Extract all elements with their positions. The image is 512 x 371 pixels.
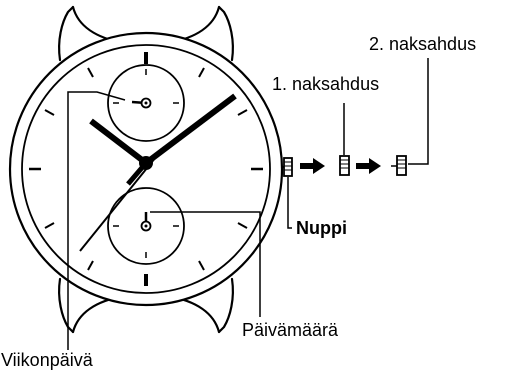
watch-bezel-inner — [21, 44, 271, 294]
click2-label: 2. naksahdus — [369, 34, 476, 54]
crown-position-1-icon — [339, 155, 350, 176]
leader-click2 — [408, 58, 429, 165]
arrow-icon-2 — [356, 158, 381, 174]
hour-hand — [89, 118, 148, 166]
date-label: Päivämäärä — [242, 320, 339, 340]
leader-lines — [67, 58, 429, 350]
weekday-subdial — [107, 64, 185, 142]
leader-crown — [287, 177, 292, 229]
weekday-label: Viikonpäivä — [1, 350, 94, 370]
leader-date — [150, 211, 261, 317]
center-pivot — [139, 156, 153, 170]
crown-label: Nuppi — [296, 218, 347, 238]
crown-position-2-icon — [391, 155, 407, 176]
hour-markers — [29, 52, 263, 286]
date-subdial — [107, 187, 185, 265]
leader-weekday — [67, 91, 126, 350]
arrow-icon-1 — [300, 158, 325, 174]
click1-label: 1. naksahdus — [272, 74, 379, 94]
crown-icon — [282, 157, 293, 177]
